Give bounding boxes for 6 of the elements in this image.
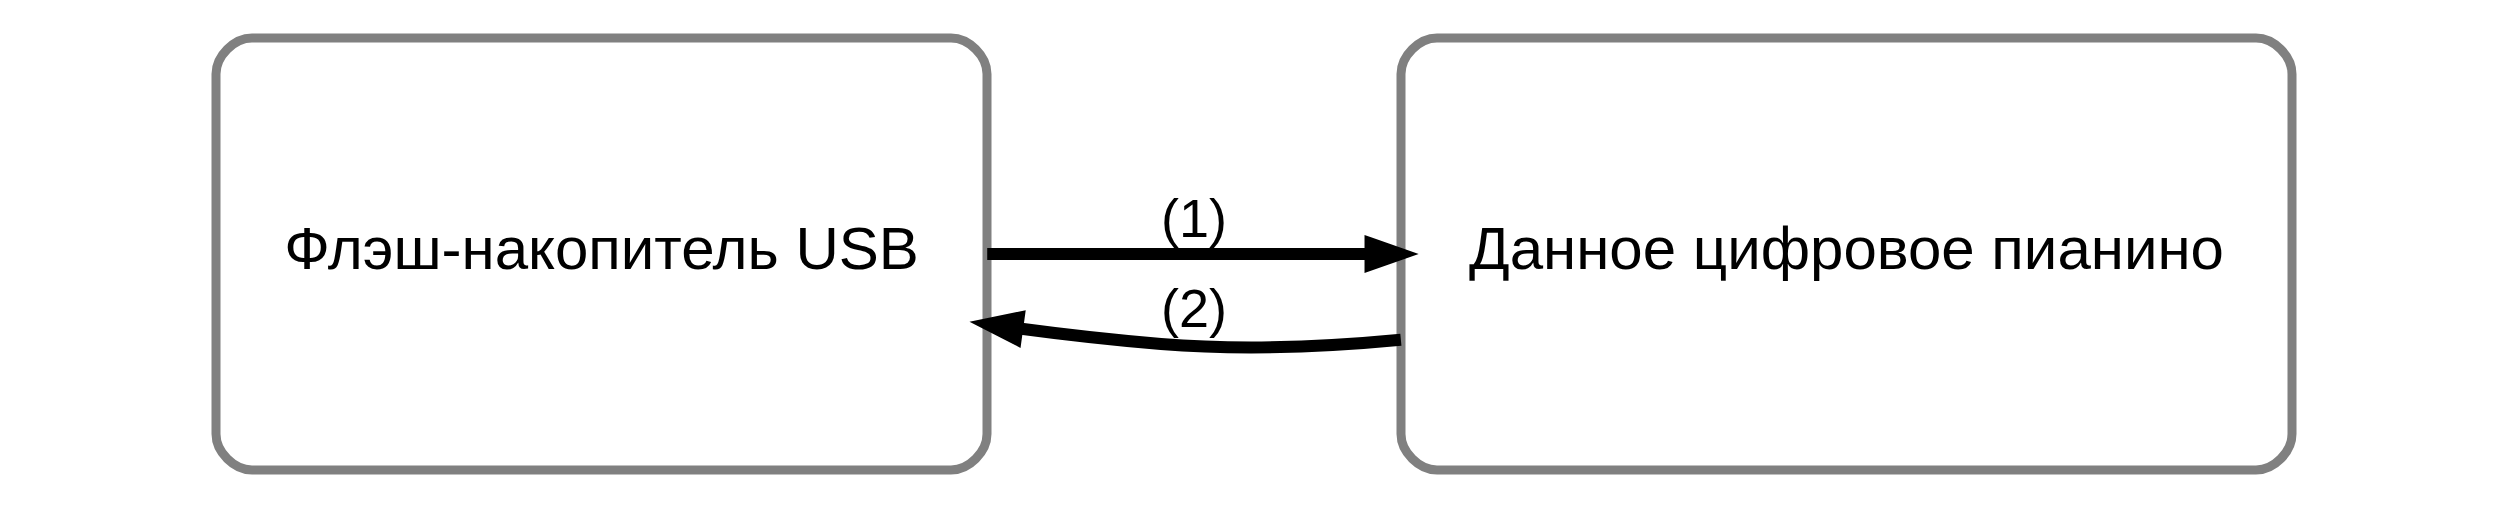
node-box: Данное цифровое пианино [1396, 33, 2296, 474]
arrow [986, 234, 1419, 273]
edge-label: (1) [1160, 187, 1227, 248]
arrow [968, 309, 1401, 353]
edge-label: (2) [1160, 277, 1227, 338]
node-box: Флэш-накопитель USB [211, 33, 991, 474]
